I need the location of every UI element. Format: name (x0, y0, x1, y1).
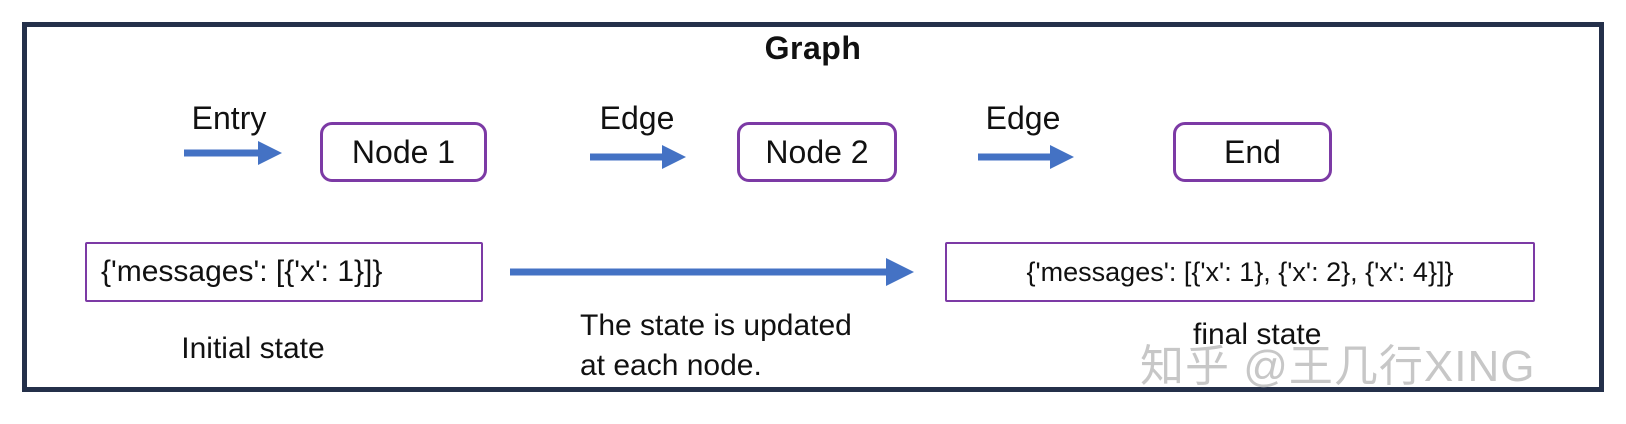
entry-label: Entry (191, 100, 267, 136)
entry-arrow-icon (184, 141, 282, 165)
edge-2-label: Edge (985, 100, 1061, 136)
initial-state-box: {'messages': [{'x': 1}]} (85, 242, 483, 302)
edge-1-arrow-icon (590, 145, 686, 169)
diagram-frame (22, 22, 1604, 392)
node-1-label: Node 1 (351, 133, 456, 170)
transition-caption-line-1: The state is updated (580, 309, 852, 342)
transition-arrow-icon (510, 258, 914, 286)
edge-1-label: Edge (599, 100, 675, 136)
node-2: Node 2 (737, 122, 897, 182)
transition-caption: The state is updated at each node. (580, 306, 852, 386)
final-state-value: {'messages': [{'x': 1}, {'x': 2}, {'x': … (1026, 256, 1454, 287)
transition-caption-line-2: at each node. (580, 349, 762, 382)
end-node-label: End (1224, 133, 1281, 170)
initial-state-caption: Initial state (181, 332, 325, 365)
end-node: End (1173, 122, 1332, 182)
edge-2-arrow-icon (978, 145, 1074, 169)
node-2-label: Node 2 (765, 133, 869, 170)
final-state-box: {'messages': [{'x': 1}, {'x': 2}, {'x': … (945, 242, 1535, 302)
final-state-caption: final state (1193, 318, 1322, 351)
diagram-title: Graph (764, 30, 862, 66)
node-1: Node 1 (320, 122, 487, 182)
initial-state-value: {'messages': [{'x': 1}]} (101, 255, 383, 288)
watermark: 知乎 @王几行XING (1140, 342, 1536, 391)
